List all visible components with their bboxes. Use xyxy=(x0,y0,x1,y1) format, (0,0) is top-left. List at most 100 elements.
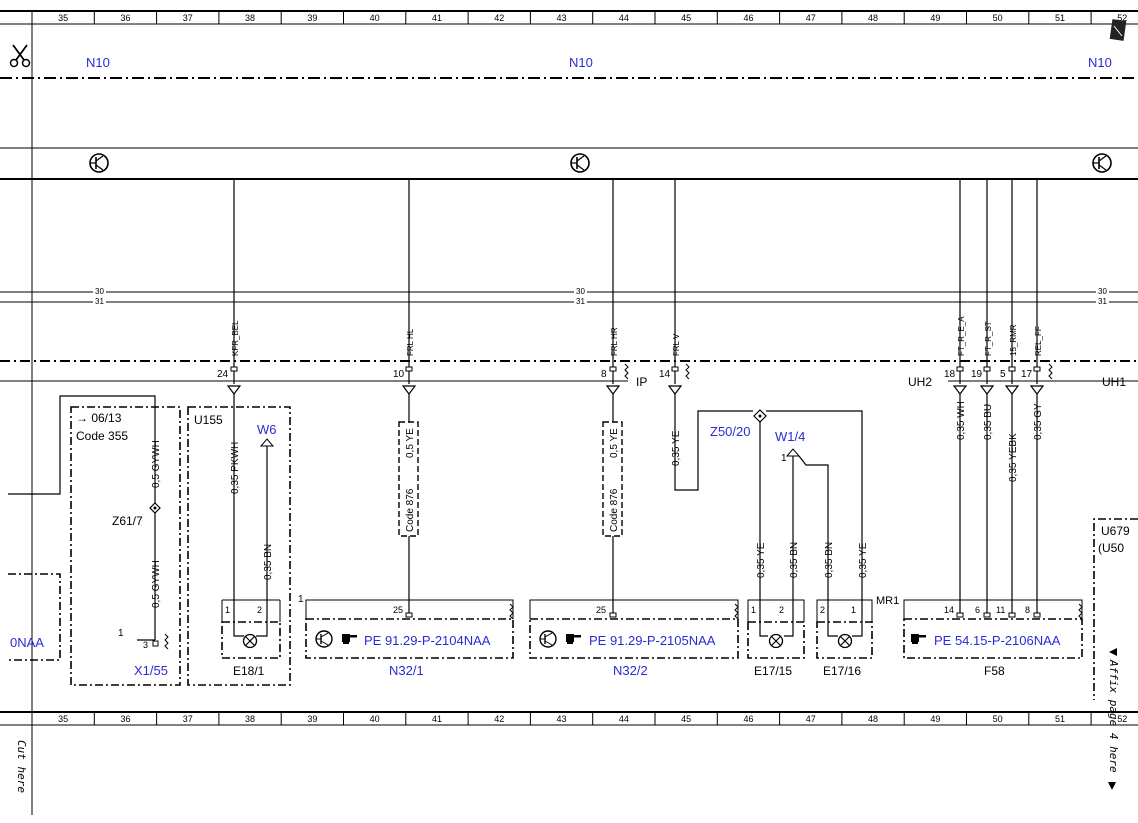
pin-number: 18 xyxy=(944,369,956,380)
u679-label: U679 xyxy=(1101,524,1130,538)
pin-number: 1 xyxy=(851,605,856,615)
ruler-column-number: 42 xyxy=(494,714,504,724)
ruler-column-number: 48 xyxy=(868,714,878,724)
ruler-column-number: 43 xyxy=(557,13,567,23)
pin-number: 1 xyxy=(781,453,787,464)
ruler-column-number: 42 xyxy=(494,13,504,23)
lamp-icon xyxy=(768,633,784,649)
pin-number: 1 xyxy=(298,594,304,605)
ruler-column-number: 36 xyxy=(120,714,130,724)
pin-number: 2 xyxy=(779,605,784,615)
e18-1-box xyxy=(221,621,281,659)
lamp-icon xyxy=(837,633,853,649)
ruler-column-number: 49 xyxy=(930,714,940,724)
uh1-connector-label: UH1 xyxy=(1102,375,1126,389)
transistor-icon xyxy=(89,153,109,173)
wire-label: 0,35 BN xyxy=(824,542,835,578)
wire-label: 0,35 YE xyxy=(671,430,682,466)
pin-number: 8 xyxy=(601,369,607,380)
code876-box xyxy=(398,421,419,537)
u679-partial-box xyxy=(1093,518,1138,700)
splice-icon xyxy=(149,502,161,514)
lamp-icon xyxy=(242,633,258,649)
ruler-column-number: 51 xyxy=(1055,714,1065,724)
pin-number: 10 xyxy=(393,369,405,380)
pin-number: 19 xyxy=(971,369,983,380)
code355-label: Code 355 xyxy=(76,429,128,443)
transistor-icon xyxy=(570,153,590,173)
f58-box xyxy=(903,618,1083,659)
wire-label: 0,35 YEBK xyxy=(1008,433,1019,482)
wire-label: 0,35 BU xyxy=(983,404,994,440)
rail-30-label: 30 xyxy=(576,287,585,296)
signal-label: REL_FF xyxy=(1034,326,1043,356)
date-reference: → 06/13 xyxy=(76,411,122,425)
ruler-column-number: 38 xyxy=(245,13,255,23)
ruler-column-number: 44 xyxy=(619,714,629,724)
affix-note: Affix page 4 here xyxy=(1107,659,1120,773)
pin-number: 17 xyxy=(1021,369,1033,380)
wire-label: 0,5 GYWH xyxy=(151,440,162,488)
code355-box xyxy=(70,406,181,686)
n10-label: N10 xyxy=(569,55,593,70)
transistor-icon xyxy=(1092,153,1112,173)
code-label: Code 876 xyxy=(405,488,416,532)
hand-pointer-icon xyxy=(911,634,926,644)
wire-label: 0,35 WH xyxy=(956,401,967,440)
ruler-column-number: 46 xyxy=(743,714,753,724)
signal-label: FRL HL xyxy=(406,328,415,356)
ruler-column-number: 47 xyxy=(806,714,816,724)
ruler-column-number: 51 xyxy=(1055,13,1065,23)
ruler-column-number: 35 xyxy=(58,714,68,724)
ruler-column-number: 44 xyxy=(619,13,629,23)
left-feed-wire xyxy=(8,395,156,495)
pin-number: 2 xyxy=(257,605,262,615)
e17-15-label: E17/15 xyxy=(754,664,792,678)
splice-icon xyxy=(753,409,767,423)
ruler-column-number: 49 xyxy=(930,13,940,23)
wire-label: 0,5 YE xyxy=(405,428,416,458)
ruler-column-number: 48 xyxy=(868,13,878,23)
n32-1-reference: PE 91.29-P-2104NAA xyxy=(364,633,491,648)
u50-label: (U50 xyxy=(1098,541,1124,555)
pin-number: 25 xyxy=(596,605,606,615)
hand-pointer-icon xyxy=(342,634,357,644)
scissors-icon xyxy=(9,44,31,68)
code-label: Code 876 xyxy=(609,488,620,532)
frl-v-wire xyxy=(674,394,753,491)
ruler-column-number: 41 xyxy=(432,13,442,23)
wire-label: 0,5 GYWH xyxy=(151,560,162,608)
pin-number: 11 xyxy=(996,605,1005,615)
pin-number: 14 xyxy=(659,369,671,380)
rail-31-label: 31 xyxy=(576,297,585,306)
rail-31-label: 31 xyxy=(1098,297,1107,306)
rail-30-label: 30 xyxy=(95,287,104,296)
pin-number: 1 xyxy=(225,605,230,615)
rail-31-label: 31 xyxy=(95,297,104,306)
signal-label: KFR_BEL xyxy=(231,320,240,356)
f58-label: F58 xyxy=(984,664,1005,678)
pin-number: 8 xyxy=(1025,605,1030,615)
ruler-column-number: 37 xyxy=(183,714,193,724)
signal-label: FRL HR xyxy=(610,327,619,356)
uh2-connector-label: UH2 xyxy=(908,375,932,389)
wire-label: 0,35 YE xyxy=(756,542,767,578)
ruler-column-number: 50 xyxy=(993,13,1003,23)
ruler-column-number: 39 xyxy=(307,714,317,724)
ruler-column-number: 52 xyxy=(1117,13,1127,23)
e17-15-box xyxy=(747,621,805,659)
pin-number: 1 xyxy=(118,628,124,639)
pin-number: 3 xyxy=(143,640,148,650)
ruler-column-number: 37 xyxy=(183,13,193,23)
u155-label: U155 xyxy=(194,413,223,427)
n32-1-box xyxy=(305,618,514,659)
w6-label: W6 xyxy=(257,422,277,437)
e17-16-box xyxy=(816,621,873,659)
rail-30-label: 30 xyxy=(1098,287,1107,296)
ruler-column-number: 45 xyxy=(681,714,691,724)
e17-16-label: E17/16 xyxy=(823,664,861,678)
ruler-column-number: 40 xyxy=(370,13,380,23)
ruler-column-number: 50 xyxy=(993,714,1003,724)
ruler-column-number: 38 xyxy=(245,714,255,724)
